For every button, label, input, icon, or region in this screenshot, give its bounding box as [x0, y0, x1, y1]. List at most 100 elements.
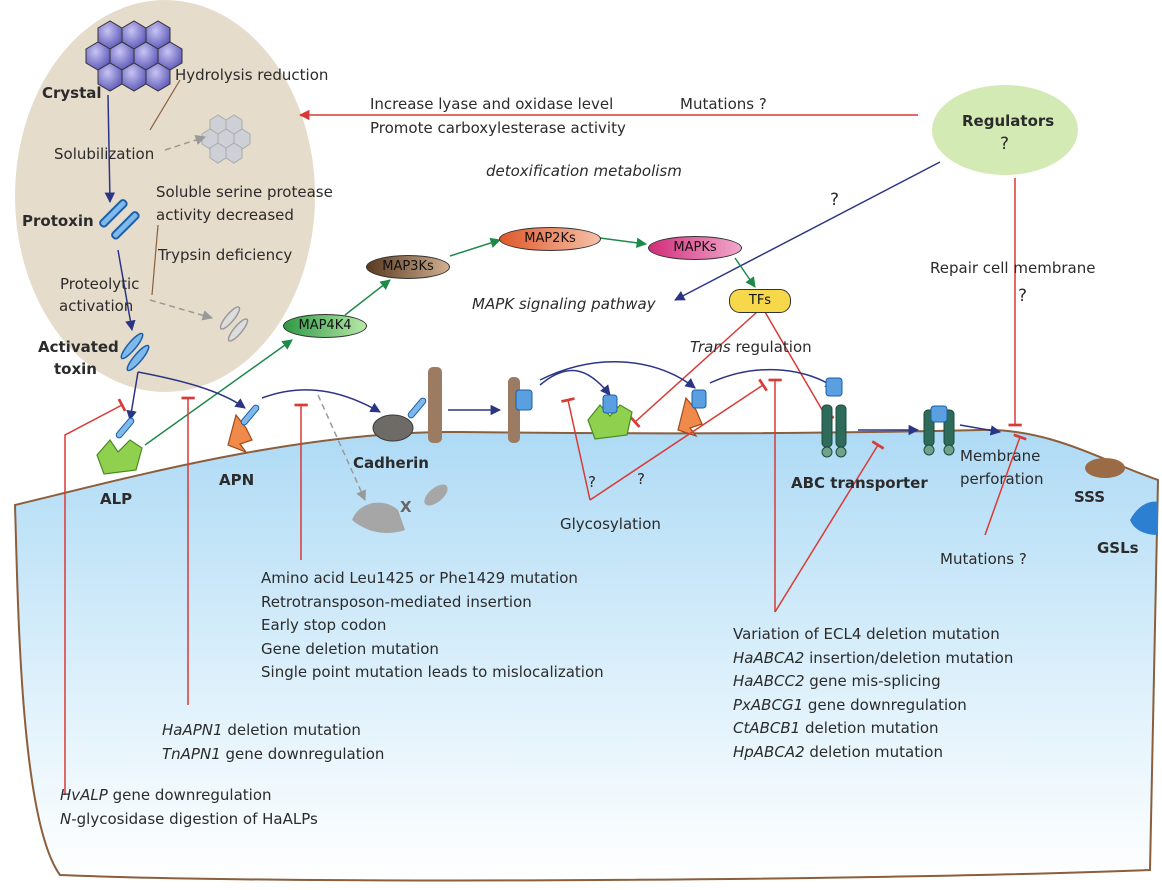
- label-glyco-q2: ?: [637, 470, 645, 488]
- label-apn: APN: [219, 471, 255, 489]
- node-map2ks: MAP2Ks: [499, 227, 601, 251]
- cadherin-item: Amino acid Leu1425 or Phe1429 mutation: [261, 569, 578, 587]
- glyco-line-2: [589, 378, 768, 501]
- dash-apn-loss: [317, 394, 366, 501]
- label-x: X: [400, 498, 412, 516]
- label-trypsin: Trypsin deficiency: [158, 246, 293, 264]
- label-regulators-q: ?: [1000, 134, 1010, 154]
- label-detox: detoxification metabolism: [486, 162, 682, 180]
- inhibit-tfs-abc: [764, 311, 835, 425]
- inhibit-tfs-alp: [629, 311, 758, 428]
- label-activity-decreased: activity decreased: [156, 206, 294, 224]
- label-protoxin: Protoxin: [22, 212, 94, 230]
- oligomer-apn-prepore: [691, 389, 707, 409]
- apn-item: HaAPN1 deletion mutation: [162, 721, 361, 739]
- line-hydrolysis: [149, 79, 181, 131]
- label-repair: Repair cell membrane: [930, 259, 1096, 277]
- label-gsls: GSLs: [1097, 539, 1139, 557]
- lost-cadherin-shape: [352, 502, 405, 533]
- alp-receptor-2: [587, 404, 633, 440]
- arrow-alp-map4k4: [144, 339, 293, 446]
- inhibit-alp: [64, 398, 127, 795]
- label-solubilization: Solubilization: [54, 145, 155, 163]
- node-map3ks: MAP3Ks: [366, 255, 450, 279]
- arrow-abc2-membrane: [959, 424, 1002, 436]
- abc-item: HpABCA2 deletion mutation: [733, 742, 943, 761]
- label-bottom-mutations: Mutations ?: [940, 550, 1027, 568]
- apn-mutation-list: HaAPN1 deletion mutation TnAPN1 gene dow…: [162, 721, 384, 768]
- arrow-crystal-protoxin: [104, 94, 116, 204]
- label-repair-q: ?: [1018, 286, 1028, 306]
- label-activation: activation: [59, 297, 134, 315]
- arrow-oligomer-alp2: [539, 369, 611, 396]
- arrow-map2ks-mapks: [599, 237, 648, 248]
- label-trans: Trans: [690, 338, 731, 356]
- inhibit-perforation: [984, 433, 1027, 536]
- cadherin-item: Early stop codon: [261, 616, 387, 634]
- label-proteolytic: Proteolytic: [60, 275, 140, 293]
- label-membrane: Membrane: [960, 447, 1041, 465]
- abc-mutation-list: Variation of ECL4 deletion mutation HaAB…: [733, 625, 1013, 766]
- alp-receptor: [96, 439, 143, 475]
- arrow-apn-cadherin: [261, 389, 381, 413]
- abc-item: CtABCB1 deletion mutation: [733, 719, 939, 737]
- arrow-apn2-abc: [709, 368, 836, 389]
- crystal-hexagons: [85, 20, 183, 92]
- regulators-oval: [932, 85, 1078, 175]
- label-increase-lyase: Increase lyase and oxidase level: [370, 95, 614, 113]
- arrow-map4k4-map3ks: [344, 279, 391, 316]
- node-map4k4: MAP4K4: [283, 314, 367, 338]
- abc-transporter-pore: [923, 405, 955, 456]
- faded-toxin-shape: [219, 306, 249, 342]
- label-glyco-q1: ?: [588, 473, 596, 491]
- arrow-mapks-tfs: [734, 257, 756, 288]
- label-promote-carboxyl: Promote carboxylesterase activity: [370, 119, 626, 137]
- dash-proteolytic: [149, 299, 214, 321]
- label-mapk-pathway: MAPK signaling pathway: [472, 295, 656, 313]
- label-activated: Activated: [38, 338, 119, 356]
- cadherin-item: Retrotransposon-mediated insertion: [261, 592, 532, 611]
- label-alp: ALP: [100, 490, 133, 508]
- apn-item: TnAPN1 gene downregulation: [162, 744, 385, 763]
- label-abc: ABC transporter: [791, 474, 928, 492]
- label-perforation: perforation: [960, 470, 1044, 488]
- alp-mutation-list: HvALP gene downregulation N-glycosidase …: [60, 786, 318, 833]
- label-crystal: Crystal: [42, 84, 102, 102]
- label-top-mutations: Mutations ?: [680, 95, 767, 113]
- label-trans-regulation: Trans regulation: [690, 338, 812, 356]
- node-tfs: TFs: [729, 289, 791, 313]
- oligomer-prepore: [515, 389, 533, 411]
- crystal-panel-oval: [15, 0, 315, 392]
- abc-transporter-shape: [821, 404, 847, 458]
- cadherin-item: Gene deletion mutation: [261, 639, 439, 658]
- abc-item: HaABCC2 gene mis-splicing: [733, 672, 941, 690]
- arrow-map3ks-map2ks: [449, 237, 502, 257]
- label-cadherin: Cadherin: [353, 454, 429, 472]
- arrow-oligomer-apn2: [539, 360, 696, 389]
- cadherin-item: Single point mutation leads to mislocali…: [261, 663, 604, 681]
- arrow-regulators-mapk: [674, 161, 941, 301]
- arrow-protoxin-activated: [117, 249, 136, 332]
- label-hydrolysis: Hydrolysis reduction: [175, 66, 329, 84]
- alp-item: N-glycosidase digestion of HaALPs: [60, 809, 318, 828]
- inhibit-abc-2: [774, 440, 885, 613]
- dash-solubilization: [164, 134, 206, 151]
- arrow-toxin-alp: [126, 371, 139, 422]
- abc-item: Variation of ECL4 deletion mutation: [733, 625, 1000, 643]
- label-sss: SSS: [1074, 488, 1106, 506]
- node-mapks: MAPKs: [648, 236, 742, 260]
- gsls-shape: [1130, 501, 1158, 535]
- label-regulation: regulation: [730, 338, 812, 356]
- label-toxin: toxin: [54, 360, 97, 378]
- alp-item: HvALP gene downregulation: [60, 786, 272, 804]
- cadherin-receptor: [372, 414, 414, 442]
- label-regulators: Regulators: [962, 112, 1055, 130]
- abc-item: HaABCA2 insertion/deletion mutation: [733, 648, 1014, 667]
- abc-item: PxABCG1 gene downregulation: [733, 695, 967, 714]
- label-soluble-serine: Soluble serine protease: [156, 183, 333, 201]
- label-mid-q: ?: [830, 190, 840, 210]
- apn-receptor-2: [677, 396, 703, 438]
- oligomer-alp-prepore: [602, 394, 618, 414]
- line-trypsin: [151, 224, 159, 296]
